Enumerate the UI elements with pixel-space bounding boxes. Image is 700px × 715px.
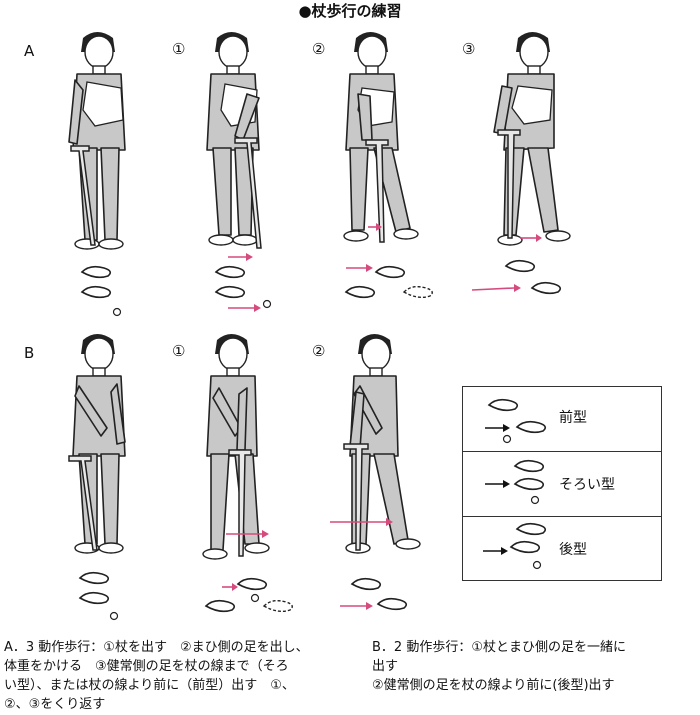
- legend-aligned-diagram: [485, 459, 545, 505]
- figure-a-step-3: [493, 32, 571, 246]
- legend-label-front: 前型: [559, 410, 587, 426]
- legend-item-back: 後型: [463, 517, 661, 581]
- legend-front-diagram: [485, 398, 547, 444]
- footprint: [504, 259, 536, 273]
- figure-a-standing: [68, 32, 126, 250]
- footprint: [78, 571, 110, 585]
- row-a-step-3-label: ③: [462, 40, 476, 58]
- row-a-step-2-label: ②: [312, 40, 326, 58]
- footprint: [204, 599, 236, 613]
- footprint-previous: [402, 285, 433, 299]
- page-title: ●杖歩行の練習: [298, 2, 402, 20]
- legend-box: 前型 そろい型 後型: [462, 386, 662, 581]
- caption-b-line: 出す: [372, 659, 399, 674]
- cane-tip: [112, 307, 122, 317]
- footprint: [80, 265, 112, 279]
- figure-b-step-1: [202, 334, 270, 560]
- figure-a-step-1: [206, 32, 262, 249]
- footprint: [376, 597, 408, 611]
- legend-label-back: 後型: [559, 542, 587, 558]
- legend-divider: [463, 451, 661, 452]
- footprint: [78, 591, 110, 605]
- row-a-label: A: [24, 42, 35, 60]
- footprint: [530, 281, 562, 295]
- footprint: [344, 285, 376, 299]
- caption-b-line: ②健常側の足を杖の線より前に(後型)出す: [372, 678, 615, 693]
- caption-b-line: B．2 動作歩行：①杖とまひ側の足を一緒に: [372, 640, 626, 655]
- row-b-step-2-label: ②: [312, 342, 326, 360]
- figure-b-standing: [68, 334, 126, 554]
- footprint: [214, 265, 246, 279]
- cane-tip: [250, 593, 260, 603]
- cane-tip: [109, 611, 119, 621]
- footprint-previous: [262, 599, 293, 613]
- footprint: [80, 285, 112, 299]
- caption-b: B．2 動作歩行：①杖とまひ側の足を一緒に 出す ②健常側の足を杖の線より前に(…: [372, 638, 698, 695]
- caption-a-line: A．3 動作歩行：①杖を出す ②まひ側の足を出し、: [4, 640, 309, 655]
- footprint: [214, 285, 246, 299]
- row-b-footprints: [78, 518, 408, 621]
- row-b-step-1-label: ①: [172, 342, 186, 360]
- legend-item-front: 前型: [463, 387, 661, 451]
- legend-item-aligned: そろい型: [463, 452, 661, 516]
- footprint: [374, 265, 406, 279]
- legend-back-diagram: [483, 522, 547, 570]
- caption-a: A．3 動作歩行：①杖を出す ②まひ側の足を出し、 体重をかける ③健常側の足を…: [4, 638, 374, 714]
- legend-divider: [463, 516, 661, 517]
- footprint: [350, 577, 382, 591]
- caption-a-line: ②、③をくり返す: [4, 697, 106, 712]
- row-a-footprints: [80, 223, 562, 317]
- legend-label-aligned: そろい型: [559, 477, 615, 493]
- row-b-label: B: [24, 344, 35, 362]
- footprint: [236, 577, 268, 591]
- caption-a-line: い型）、または杖の線より前に（前型）出す ①、: [4, 678, 295, 693]
- figure-a-step-2: [343, 32, 419, 243]
- caption-a-line: 体重をかける ③健常側の足を杖の線まで（そろ: [4, 659, 289, 674]
- row-a-step-1-label: ①: [172, 40, 186, 58]
- cane-tip: [262, 299, 272, 309]
